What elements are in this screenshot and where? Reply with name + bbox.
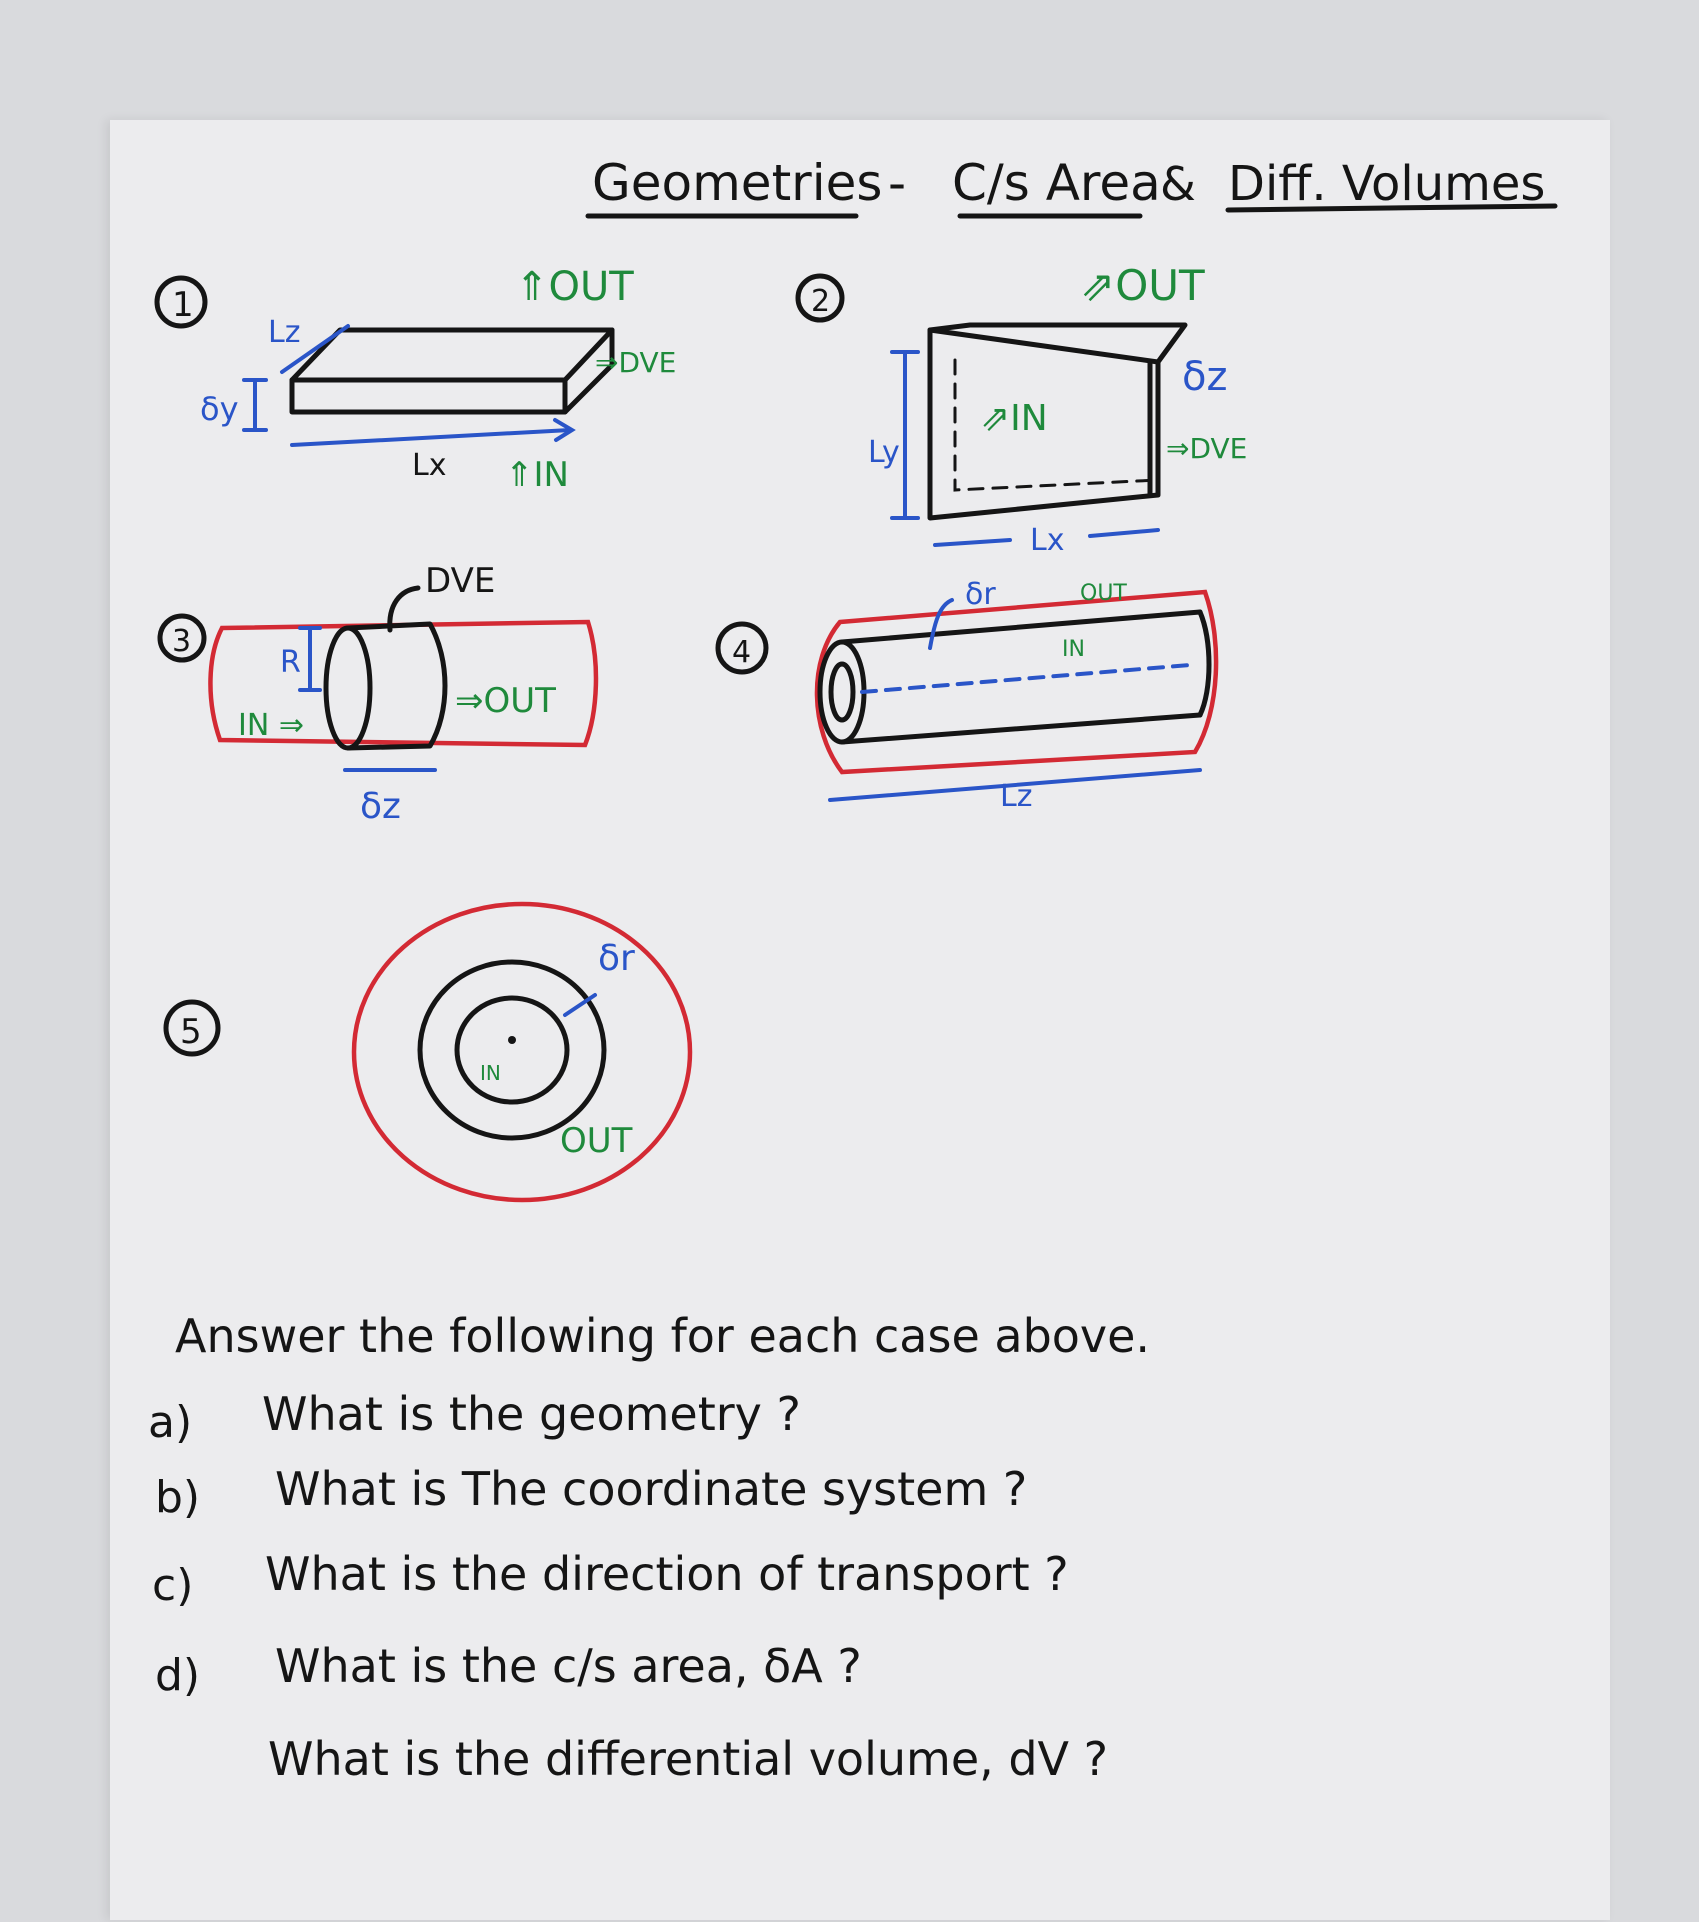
question-c-text: What is the direction of transport ?: [265, 1547, 1069, 1601]
title-underline-3: [1225, 203, 1558, 213]
figure-3-pipe: 3 R δz DVE IN ⇒ ⇒OUT: [157, 561, 599, 827]
shell-right-end: [1197, 609, 1212, 718]
box-hidden-edges: [953, 358, 1160, 492]
outer-red-circle: [351, 901, 693, 1203]
lz-arrow: [828, 768, 1202, 802]
lx-arrow-head: [553, 418, 576, 442]
label-lz: Lz: [268, 315, 300, 350]
figure-1-number-circle: [154, 275, 208, 329]
label-r: R: [280, 645, 301, 680]
middle-circle: [417, 959, 607, 1141]
label-out: ⇗OUT: [1080, 261, 1205, 310]
question-b-text: What is The coordinate system ?: [275, 1462, 1027, 1516]
label-out: ⇑OUT: [515, 264, 634, 310]
label-lx: Lx: [1030, 523, 1064, 558]
title-dash: -: [888, 154, 906, 212]
cylinder-axis: [860, 663, 1192, 694]
title-geometries: Geometries: [592, 154, 882, 212]
figure-1-slab: 1 Lz δy Lx ⇑OUT ⇑IN ⇒DVE: [154, 264, 676, 495]
page-title: Geometries - C/s Area & Diff. Volumes: [585, 154, 1558, 219]
label-out: ⇒OUT: [455, 681, 556, 721]
figure-2-number: 2: [811, 284, 830, 319]
label-in: IN: [1062, 637, 1085, 662]
label-dz: δz: [360, 786, 401, 827]
label-out: OUT: [560, 1121, 633, 1161]
shell-long-edges: [839, 609, 1203, 745]
question-a-label: a): [148, 1397, 192, 1448]
inner-circle: [454, 995, 570, 1105]
label-dr: δr: [965, 577, 996, 612]
label-in: IN ⇒: [238, 708, 304, 743]
title-diff-volumes: Diff. Volumes: [1228, 156, 1545, 212]
figure-4-cylinder: 4 Lz δr OUT IN: [715, 577, 1219, 814]
label-dve: ⇒DVE: [1166, 432, 1247, 465]
figure-5-annulus: 5 δr IN OUT: [163, 901, 693, 1203]
figure-2-box: 2 Ly Lx ⇗OUT ⇗IN ⇒DVE δz: [795, 261, 1247, 558]
figure-4-number-circle: [715, 621, 769, 675]
figure-5-number-circle: [163, 999, 221, 1057]
title-ampersand: &: [1160, 157, 1196, 211]
label-out: OUT: [1080, 581, 1127, 606]
questions-block: Answer the following for each case above…: [148, 1309, 1150, 1786]
question-d-label: d): [155, 1650, 200, 1701]
shell-left-end: [817, 639, 867, 745]
lx-arrow-left: [933, 538, 1012, 547]
question-a-text: What is the geometry ?: [262, 1387, 801, 1441]
title-cs-area: C/s Area: [952, 154, 1161, 212]
figure-5-number: 5: [180, 1012, 202, 1052]
dve-body: [345, 621, 448, 751]
figure-2-number-circle: [795, 273, 845, 323]
label-dr: δr: [598, 938, 635, 979]
figure-1-number: 1: [172, 285, 194, 325]
label-dz: δz: [1182, 354, 1227, 400]
question-d-text: What is the c/s area, δA ?: [275, 1639, 862, 1693]
figure-3-number-circle: [157, 613, 207, 663]
box-top-edge: [927, 327, 1161, 365]
label-lz: Lz: [1000, 779, 1032, 814]
label-lx: Lx: [412, 448, 446, 483]
questions-intro: Answer the following for each case above…: [175, 1309, 1150, 1363]
label-in: IN: [480, 1061, 501, 1085]
slab-edges: [289, 327, 615, 415]
question-e-text: What is the differential volume, dV ?: [268, 1732, 1108, 1786]
label-in: ⇗IN: [980, 398, 1048, 439]
label-dve: ⇒DVE: [595, 346, 676, 379]
dve-pointer: [387, 585, 421, 633]
lz-arrow: [280, 324, 350, 374]
figure-4-number: 4: [732, 635, 751, 670]
label-dve: DVE: [425, 561, 495, 601]
label-ly: Ly: [868, 435, 900, 470]
lx-arrow-right: [1088, 528, 1160, 538]
question-b-label: b): [155, 1472, 200, 1523]
dr-arrow: [563, 993, 597, 1017]
label-dy: δy: [200, 390, 239, 428]
center-dot: [508, 1036, 516, 1044]
dr-pointer: [928, 598, 954, 650]
lx-arrow: [290, 428, 572, 447]
label-in: ⇑IN: [505, 455, 569, 495]
cylinder-outer: [814, 589, 1219, 775]
figure-3-number: 3: [172, 624, 191, 659]
question-c-label: c): [152, 1560, 193, 1611]
pipe-outline: [208, 619, 599, 748]
dve-left-face: [323, 625, 373, 751]
